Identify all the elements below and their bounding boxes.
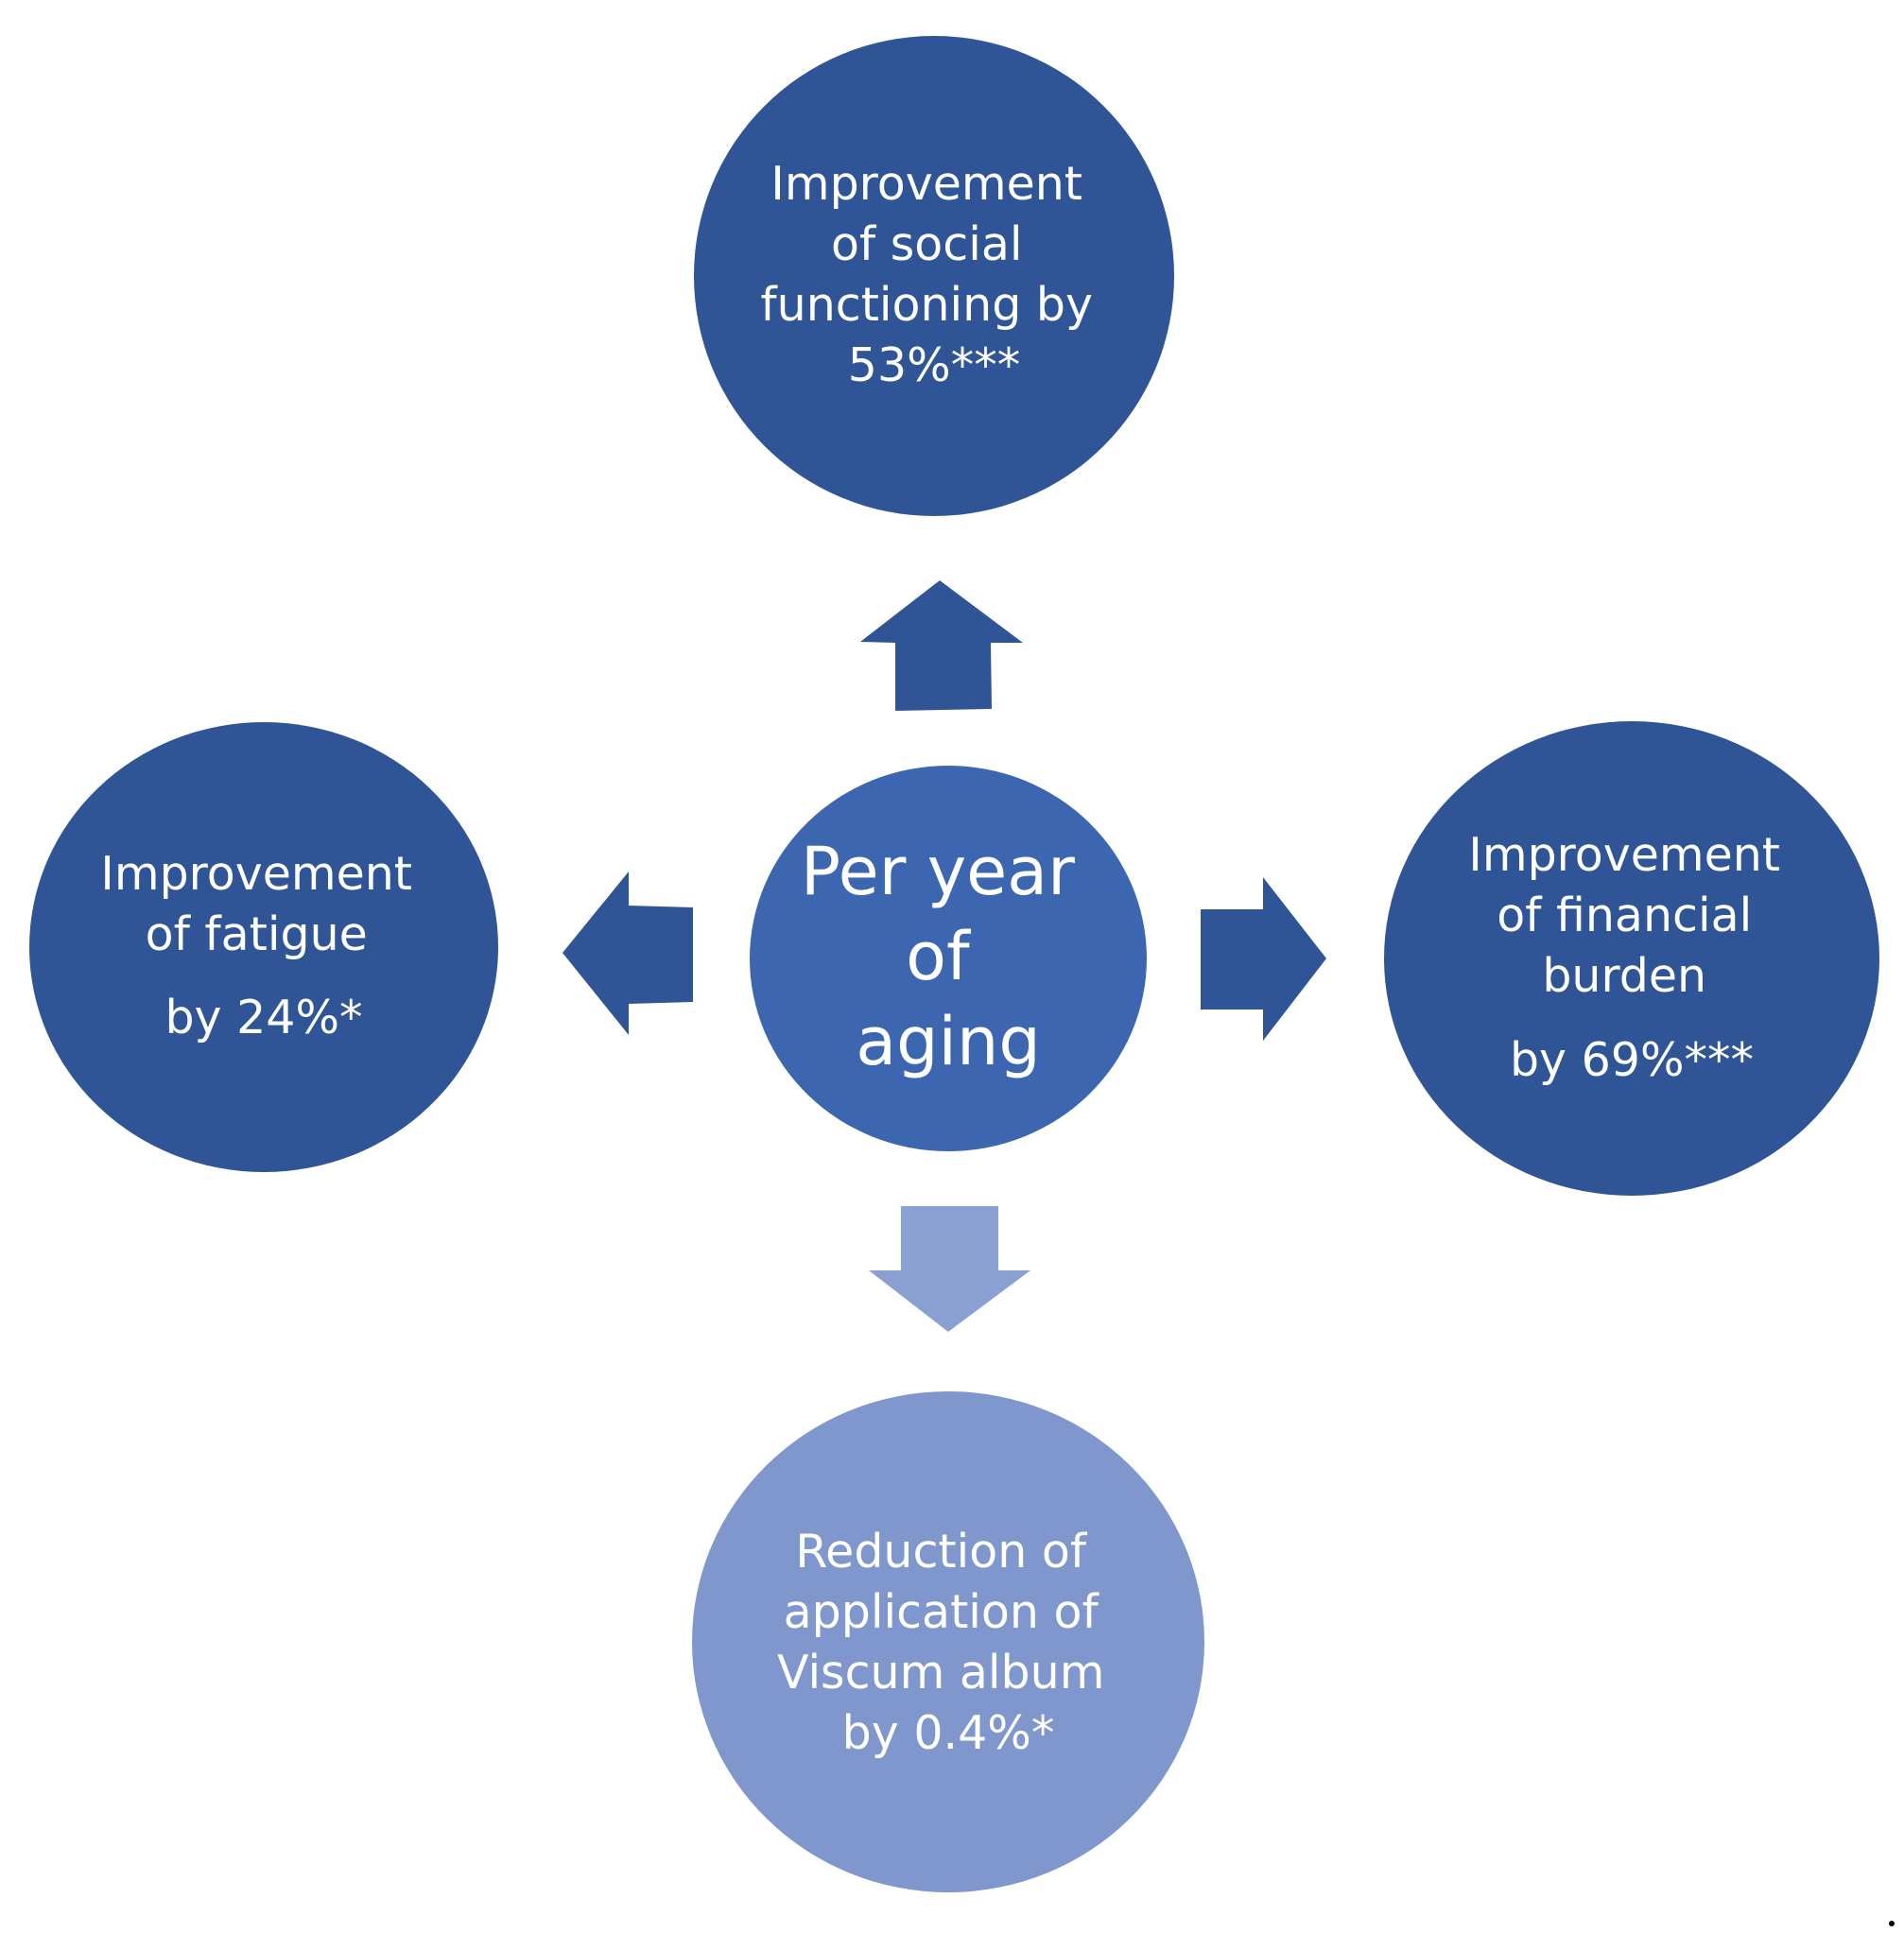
node-left-label: Improvement of fatigue by 24%* xyxy=(100,847,426,1044)
node-top-line-4: 53%*** xyxy=(848,338,1020,392)
arrow-right xyxy=(1201,877,1326,1041)
node-right-circle xyxy=(1384,721,1879,1196)
trailing-dot xyxy=(1889,1921,1895,1926)
center-line-1: Per year xyxy=(801,833,1075,910)
node-left-line-2: of fatigue xyxy=(146,907,368,961)
node-bottom-circle xyxy=(692,1391,1204,1892)
center-circle xyxy=(750,766,1147,1151)
node-top-line-3: functioning by xyxy=(760,278,1093,332)
node-left-circle xyxy=(29,722,498,1172)
node-right-line-1: Improvement xyxy=(1468,828,1780,882)
node-right-line-2: of financial xyxy=(1497,889,1752,942)
node-left-line-1: Improvement xyxy=(100,847,412,901)
node-bottom-line-1: Reduction of xyxy=(795,1525,1088,1579)
node-right: Improvement of financial burden by 69%**… xyxy=(1384,721,1879,1196)
node-top: Improvement of social functioning by 53%… xyxy=(694,36,1174,516)
node-bottom-line-4: by 0.4%* xyxy=(842,1706,1055,1760)
node-bottom: Reduction of application of Viscum album… xyxy=(692,1391,1204,1892)
node-top-line-2: of social xyxy=(831,217,1023,271)
center-line-3: aging xyxy=(856,1003,1041,1080)
center-line-2: of xyxy=(906,918,971,995)
node-right-label: Improvement of financial burden by 69%**… xyxy=(1468,828,1794,1087)
node-bottom-line-3: Viscum album xyxy=(777,1646,1104,1700)
node-center: Per year of aging xyxy=(750,766,1147,1151)
arrow-up xyxy=(860,580,1023,711)
node-top-line-1: Improvement xyxy=(770,157,1082,211)
node-right-line-4: by 69%*** xyxy=(1510,1033,1754,1087)
node-top-circle xyxy=(694,36,1174,516)
arrow-down xyxy=(869,1206,1030,1332)
node-bottom-label: Reduction of application of Viscum album… xyxy=(777,1525,1119,1760)
node-left: Improvement of fatigue by 24%* xyxy=(29,722,498,1172)
center-label: Per year of aging xyxy=(801,833,1096,1080)
node-bottom-line-2: application of xyxy=(784,1585,1100,1639)
node-left-line-3: by 24%* xyxy=(164,991,362,1044)
node-top-label: Improvement of social functioning by 53%… xyxy=(760,157,1107,392)
node-right-line-3: burden xyxy=(1542,949,1706,1003)
arrow-left xyxy=(563,872,693,1035)
